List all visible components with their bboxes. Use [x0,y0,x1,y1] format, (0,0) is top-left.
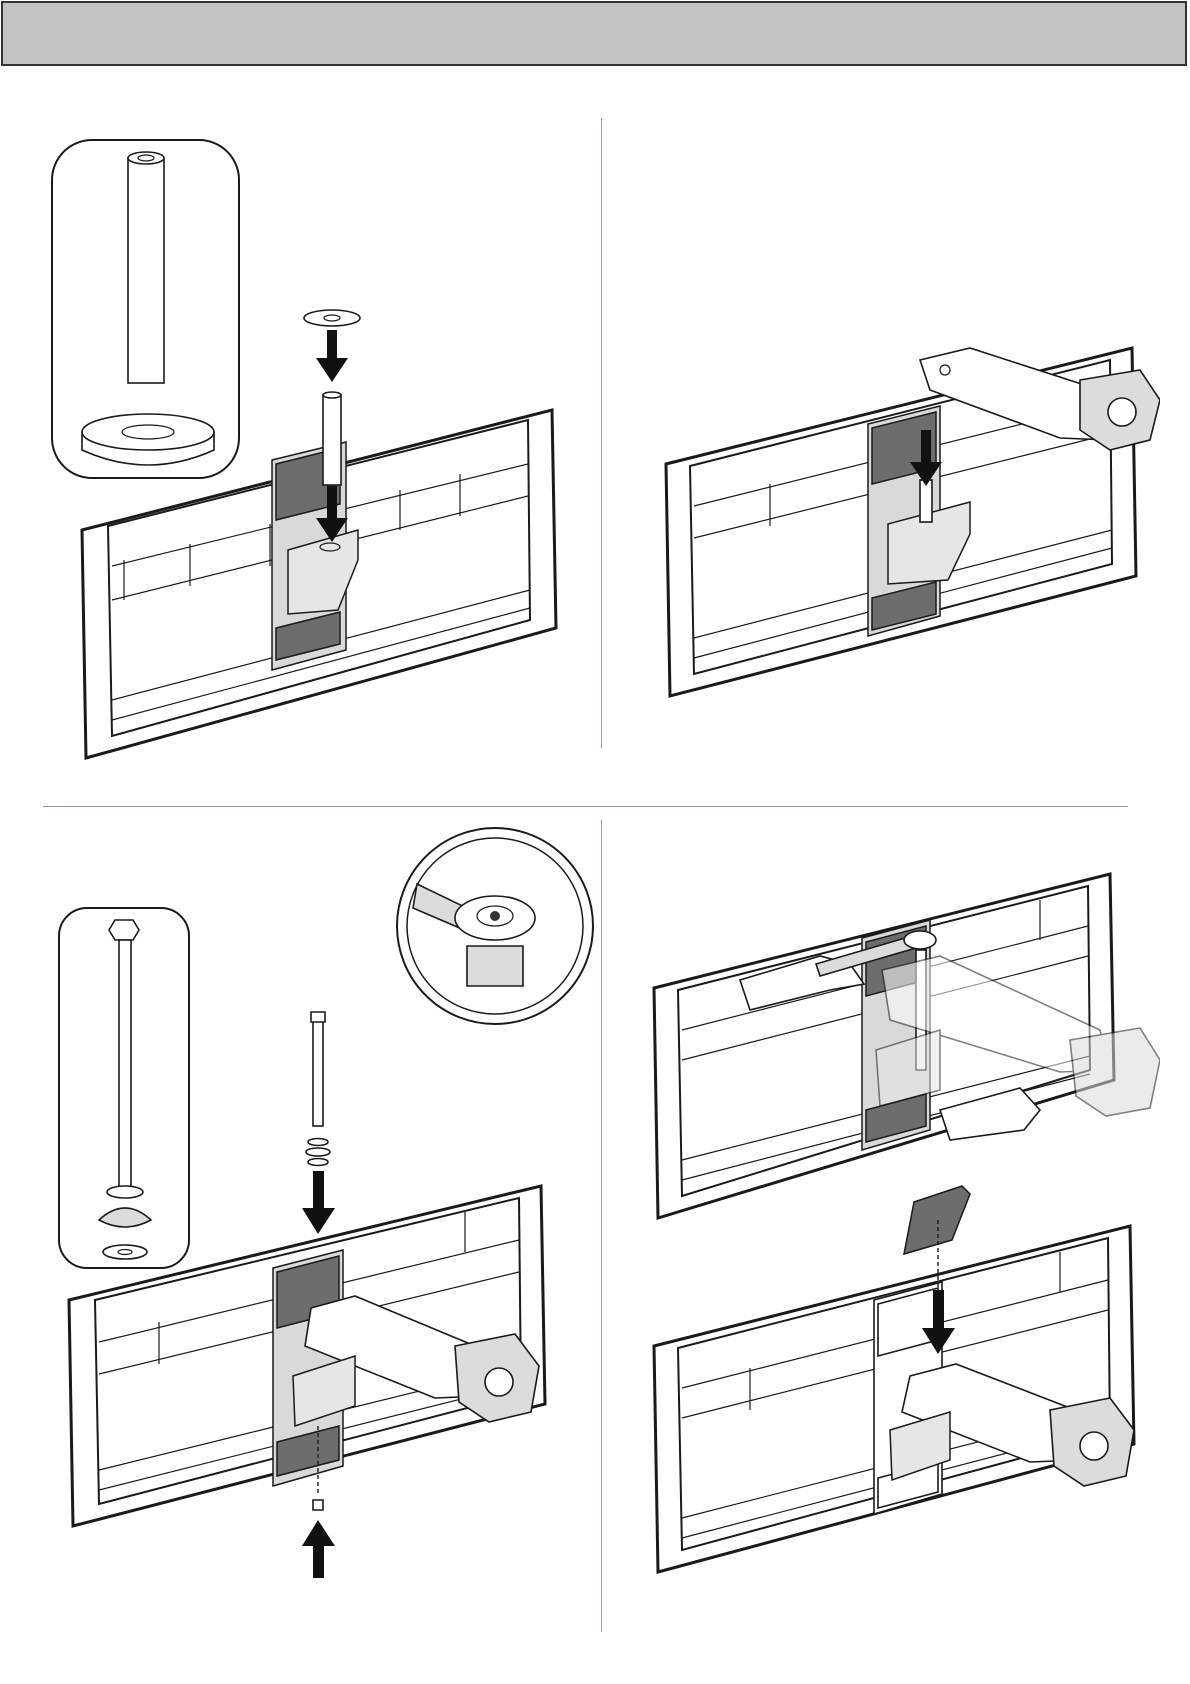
down-arrow-icon [316,330,348,382]
header-bar [1,1,1187,66]
step-2-illustration [640,330,1160,710]
step-1-illustration [40,130,580,770]
mounting-plate [272,442,358,670]
step-3-illustration [55,826,595,1586]
up-arrow-icon [302,1520,335,1578]
divider-vertical-bottom [601,820,602,1632]
divider-horizontal [43,806,1128,807]
wrench-detail-callout [397,828,593,1024]
post-callout [52,140,239,478]
divider-vertical-top [601,118,602,748]
step-4-illustration [640,860,1160,1600]
bolt-callout [59,908,189,1268]
down-arrow-icon [302,1171,335,1234]
